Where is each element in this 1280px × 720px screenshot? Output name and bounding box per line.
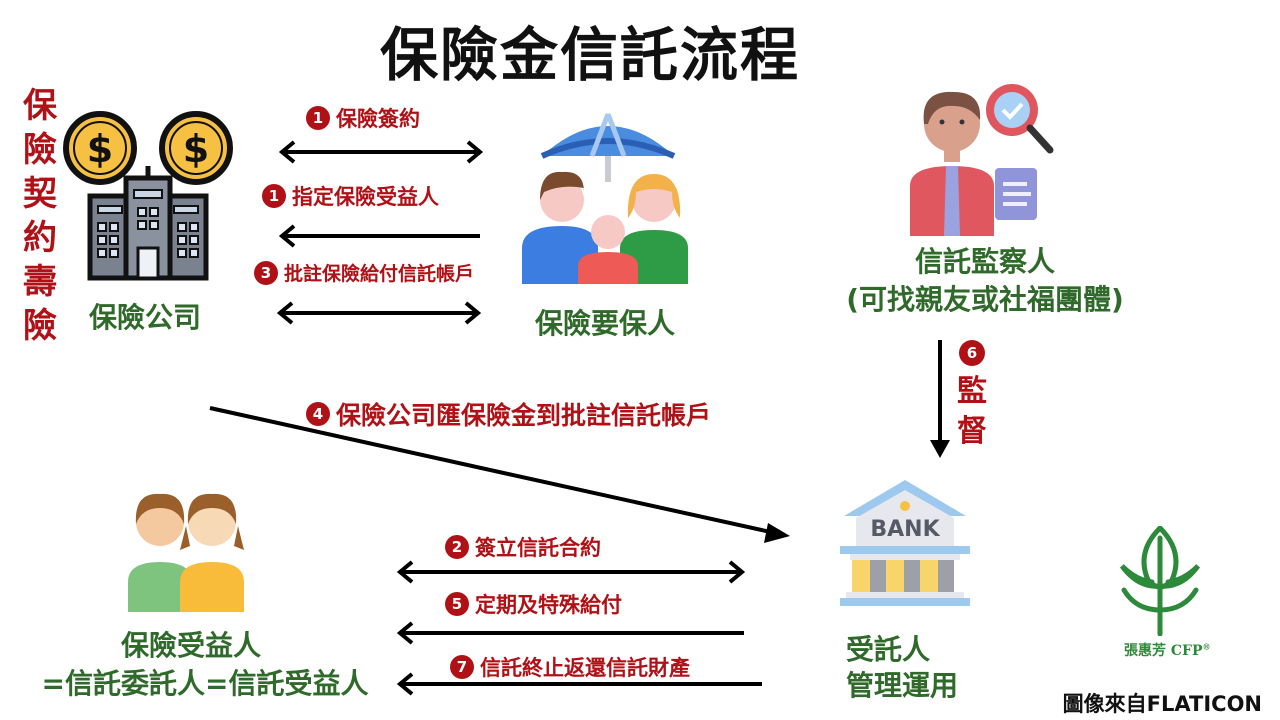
step-badge: 5: [445, 592, 469, 616]
step-badge: 1: [262, 184, 286, 208]
step-badge: 1: [306, 106, 330, 130]
logo-text: 張惠芳 CFP®: [1124, 640, 1210, 660]
edge-label-return-trust-property: 7 信託終止返還信託財產: [450, 652, 690, 682]
down-arrow: [930, 340, 950, 458]
trustee-label: 受託人: [846, 633, 931, 666]
step-badge: 7: [450, 655, 474, 679]
step-badge: 4: [306, 402, 330, 426]
side-label-char: 險: [23, 306, 57, 346]
family-under-umbrella-icon: [522, 108, 698, 284]
trust-supervisor-sublabel: (可找親友或社福團體): [846, 283, 1124, 316]
side-label-life-insurance: 保 險 契 約 壽 險: [20, 84, 60, 348]
logo-name: 張惠芳 CFP: [1124, 643, 1203, 659]
svg-text:$: $: [183, 127, 209, 171]
edge-text: 指定保險受益人: [292, 185, 439, 209]
edge-text: 定期及特殊給付: [475, 593, 622, 617]
beneficiary-sublabel: =信託委託人=信託受益人: [41, 667, 369, 700]
svg-text:$: $: [87, 127, 113, 171]
double-arrow: [396, 560, 746, 584]
bank-icon: BANK: [840, 478, 970, 608]
building-with-coins-icon: $ $: [62, 108, 238, 284]
side-label-char: 保: [23, 86, 57, 126]
double-arrow: [276, 301, 482, 325]
edge-label-periodic-payments: 5 定期及特殊給付: [445, 589, 622, 619]
double-arrow: [278, 140, 484, 164]
edge-label-transfer-proceeds: 4 保險公司匯保險金到批註信託帳戶: [306, 396, 711, 432]
page-title: 保險金信託流程: [379, 21, 800, 89]
step-badge: 2: [445, 535, 469, 559]
edge-text: 批註保險給付信託帳戶: [284, 263, 475, 285]
edge-label-supervise: 6 監督: [952, 340, 992, 452]
left-arrow: [278, 224, 480, 248]
two-children-icon: [128, 490, 248, 612]
trustee-sublabel: 管理運用: [846, 669, 959, 702]
registered-mark: ®: [1202, 641, 1211, 652]
edge-text: 簽立信託合約: [475, 536, 601, 560]
trust-supervisor-label: 信託監察人: [914, 245, 1055, 278]
left-arrow: [396, 621, 744, 645]
edge-label-sign-trust-contract: 2 簽立信託合約: [445, 532, 601, 562]
edge-label-insurance-contract: 1 保險簽約: [306, 103, 420, 133]
edge-label-designate-beneficiary: 1 指定保險受益人: [262, 181, 439, 211]
image-credit: 圖像來自FLATICON: [1062, 692, 1262, 716]
cfp-leaf-logo-icon: [1118, 524, 1202, 637]
supervisor-with-magnifier-icon: [900, 76, 1070, 236]
edge-text: 保險簽約: [336, 107, 420, 131]
insurance-company-label: 保險公司: [88, 301, 201, 334]
side-label-char: 契: [23, 174, 57, 214]
bank-sign: BANK: [870, 517, 940, 542]
edge-text: 保險公司匯保險金到批註信託帳戶: [336, 401, 712, 430]
edge-text: 信託終止返還信託財產: [480, 656, 690, 680]
edge-label-endorse-trust-account: 3 批註保險給付信託帳戶: [254, 259, 474, 286]
side-label-char: 約: [23, 218, 57, 258]
side-label-char: 壽: [23, 262, 57, 302]
step-badge: 3: [254, 260, 278, 285]
step-badge: 6: [959, 340, 985, 366]
policyholder-label: 保險要保人: [534, 307, 675, 340]
beneficiary-label: 保險受益人: [120, 629, 261, 662]
side-label-char: 險: [23, 130, 57, 170]
edge-text: 監督: [957, 374, 987, 449]
left-arrow: [396, 672, 762, 696]
